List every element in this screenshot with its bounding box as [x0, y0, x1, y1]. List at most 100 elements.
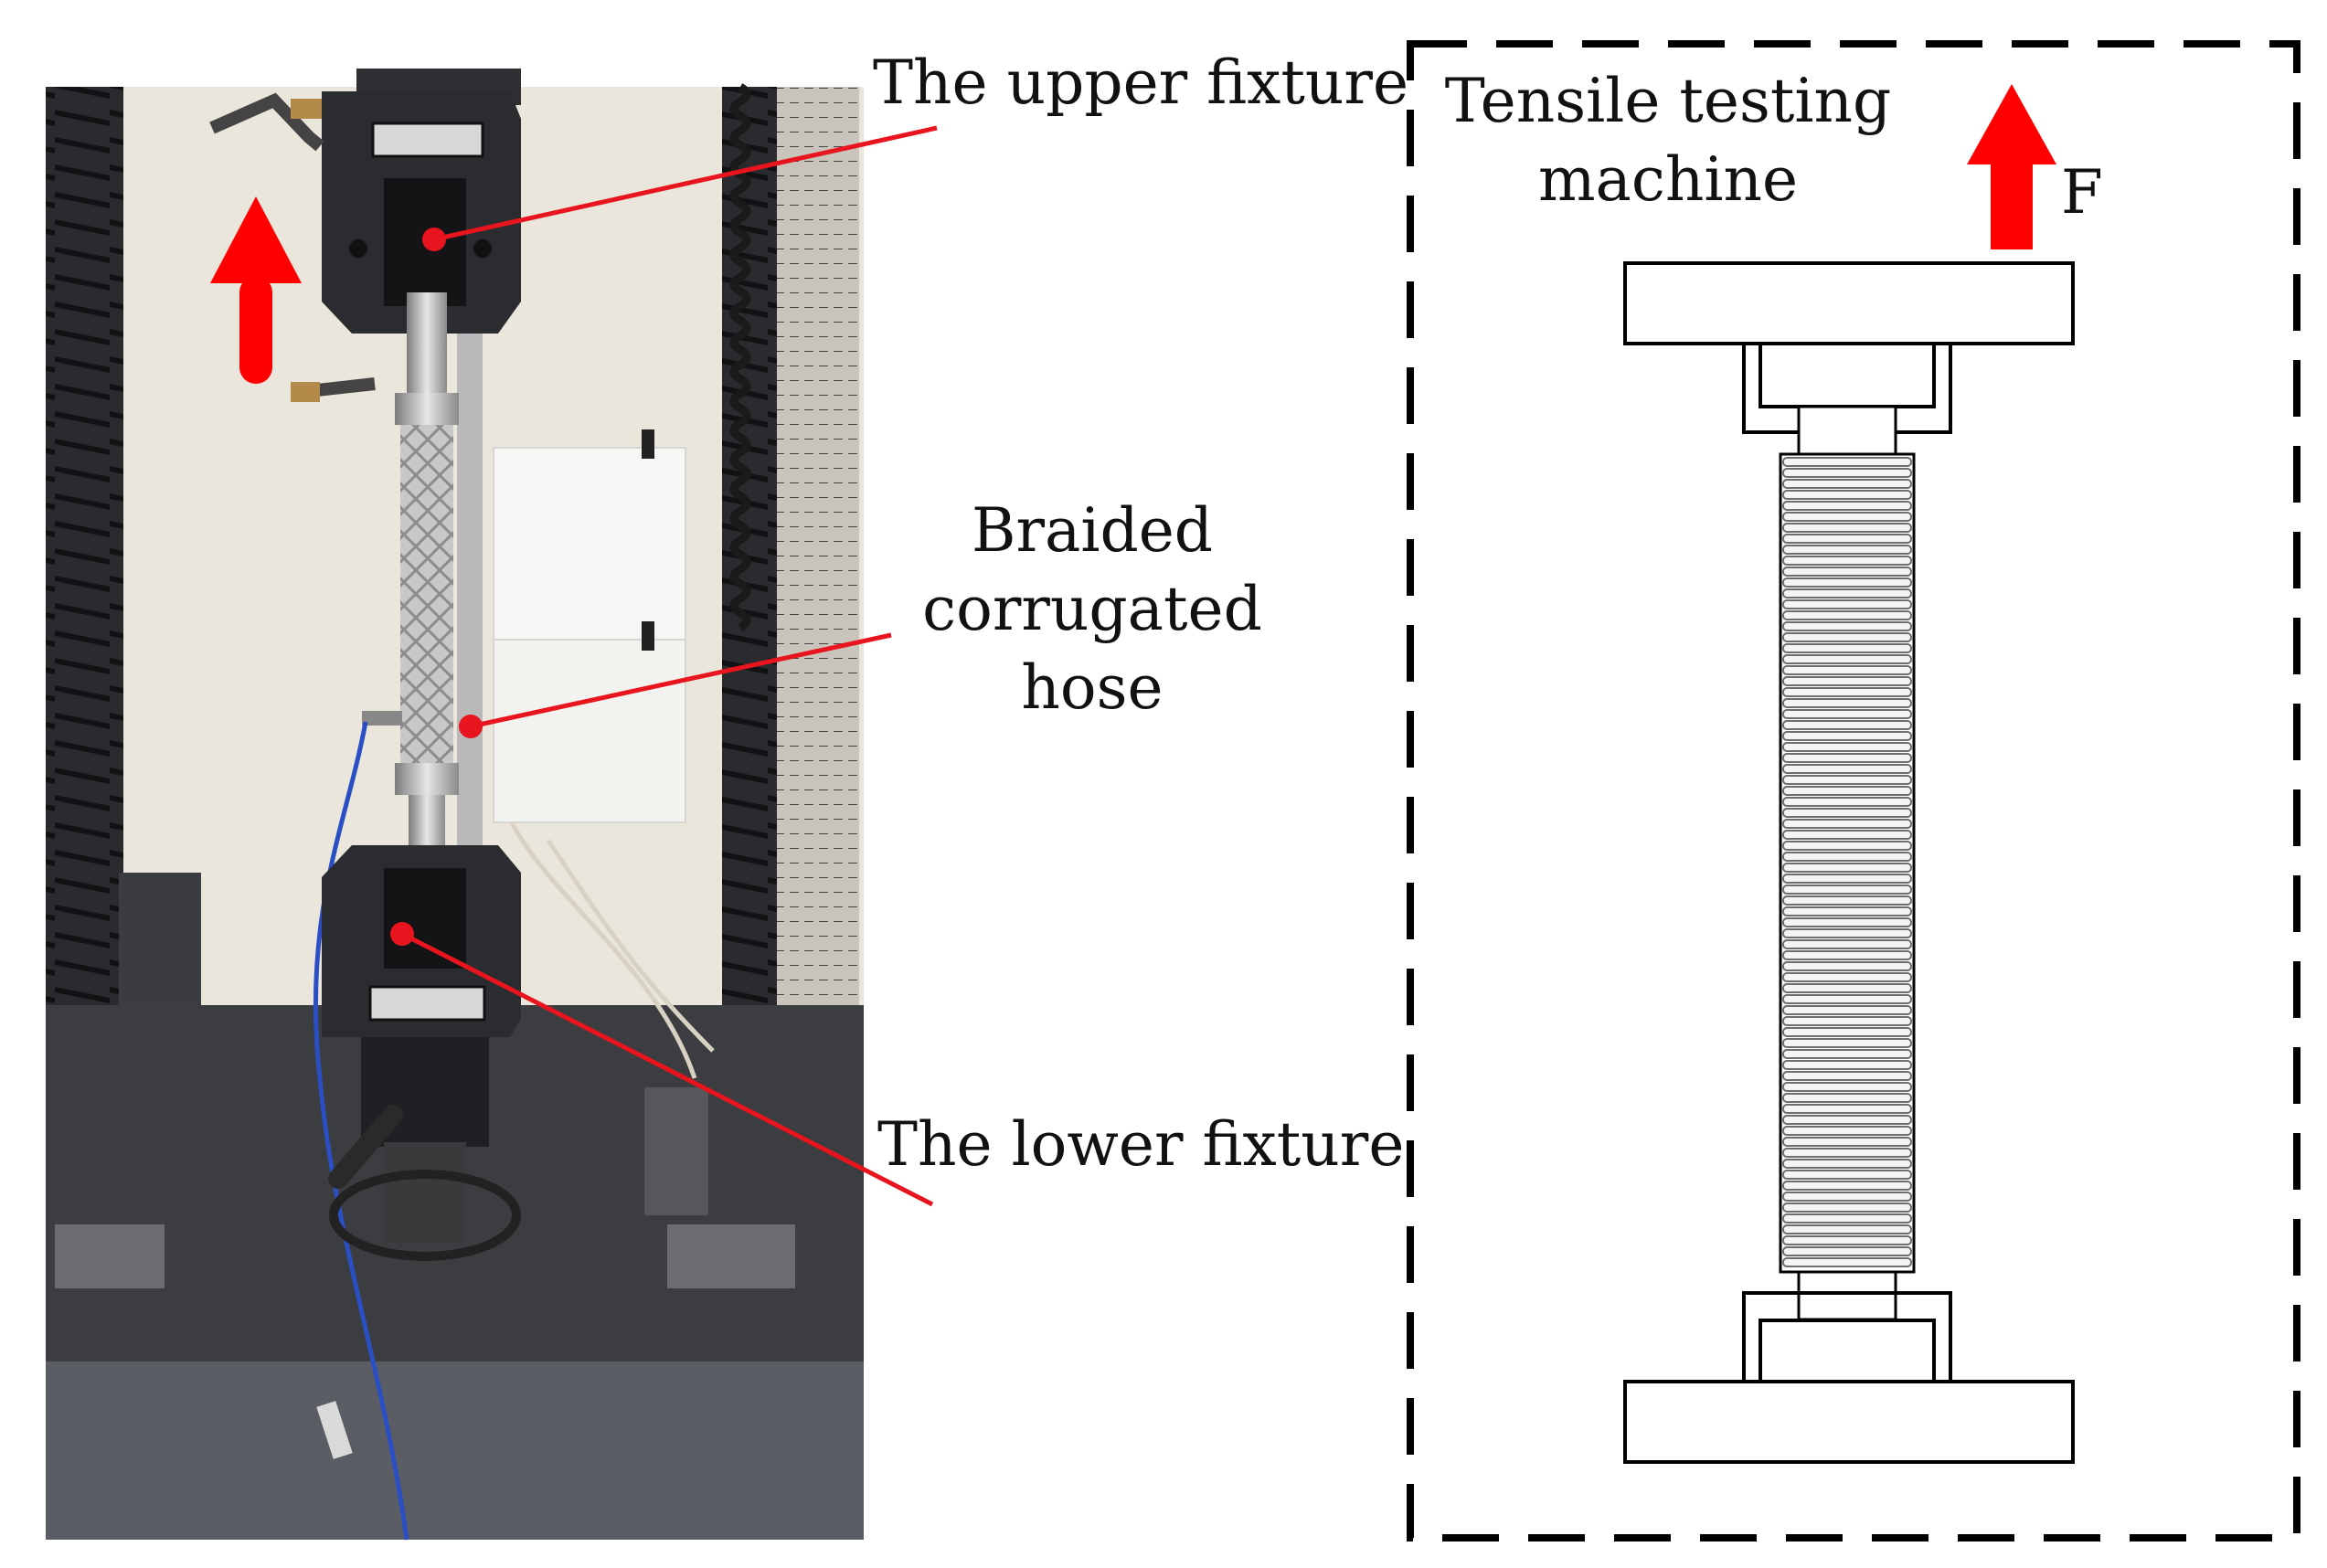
- schematic-hose-rib: [1782, 775, 1912, 785]
- schematic-hose-rib: [1782, 895, 1912, 906]
- machine-boundary-dashed: [1407, 40, 2300, 1542]
- schematic-hose-rib: [1782, 961, 1912, 971]
- schematic-hose-rib: [1782, 676, 1912, 686]
- schematic-hose-rib: [1782, 808, 1912, 818]
- schematic-hose-rib: [1782, 994, 1912, 1004]
- schematic-hose-rib: [1782, 1170, 1912, 1180]
- schematic-upper-connector: [1797, 405, 1897, 456]
- schematic-hose-rib: [1782, 490, 1912, 500]
- schematic-hose-rib: [1782, 512, 1912, 522]
- schematic-hose-rib: [1782, 698, 1912, 708]
- schematic-corrugated-hose: [1779, 452, 1916, 1274]
- schematic-hose-rib: [1782, 1071, 1912, 1081]
- schematic-hose-rib: [1782, 523, 1912, 533]
- leader-dot-lower-fixture: [390, 922, 414, 946]
- paper-sheet-lower: [493, 639, 686, 823]
- leader-upper-fixture: [433, 125, 938, 242]
- schematic-hose-rib: [1782, 1257, 1912, 1267]
- schematic-hose-rib: [1782, 1082, 1912, 1092]
- label-machine-line-2: machine: [1537, 143, 1799, 215]
- schematic-hose-rib: [1782, 885, 1912, 895]
- schematic-hose-rib: [1782, 1224, 1912, 1234]
- lower-fixture-slot: [384, 868, 466, 969]
- schematic-hose-rib: [1782, 742, 1912, 752]
- schematic-hose-rib: [1782, 567, 1912, 577]
- schematic-hose-rib: [1782, 1060, 1912, 1070]
- guide-rod: [457, 329, 483, 895]
- schematic-hose-rib: [1782, 479, 1912, 489]
- schematic-hose-rib: [1782, 610, 1912, 620]
- schematic-hose-rib: [1782, 643, 1912, 653]
- base-mount-ring: [329, 1170, 521, 1261]
- label-hose-line-2: corrugated: [922, 573, 1262, 644]
- schematic-hose-rib: [1782, 906, 1912, 916]
- schematic-hose-rib: [1782, 468, 1912, 478]
- label-tensile-testing-machine: Tensile testing machine: [1426, 62, 1910, 219]
- paper-sheet-upper: [493, 447, 686, 641]
- schematic-hose-rib: [1782, 863, 1912, 873]
- schematic-upper-holder-inner: [1759, 345, 1936, 408]
- schematic-hose-rib: [1782, 1235, 1912, 1245]
- blue-sensor-cable: [313, 721, 409, 1541]
- schematic-hose-rib: [1782, 928, 1912, 938]
- lower-chuck-stem: [384, 1142, 466, 1243]
- test-setup-photo: [46, 69, 864, 1541]
- upper-fixture-plate: [371, 122, 484, 158]
- label-hose-line-1: Braided: [971, 495, 1214, 566]
- lower-fixture-plate: [368, 985, 486, 1022]
- schematic-bottom-plate: [1623, 1380, 2075, 1464]
- leader-lower-fixture: [400, 931, 934, 1207]
- schematic-hose-rib: [1782, 588, 1912, 599]
- braided-hose-photo: [400, 425, 453, 763]
- schematic-hose-rib: [1782, 1104, 1912, 1114]
- schematic-hose-rib: [1782, 1192, 1912, 1202]
- schematic-hose-rib: [1782, 841, 1912, 851]
- sensor-clip: [362, 711, 402, 726]
- schematic-hose-rib: [1782, 939, 1912, 949]
- base-bracket-left: [55, 1224, 165, 1288]
- machine-bottom-panel: [46, 1361, 864, 1540]
- label-braided-corrugated-hose: Braided corrugated hose: [905, 492, 1280, 726]
- schematic-lower-holder-inner: [1759, 1319, 1936, 1380]
- label-machine-line-1: Tensile testing: [1444, 66, 1892, 136]
- leader-dot-upper-fixture: [422, 228, 446, 251]
- force-direction-arrow-photo: [210, 196, 302, 384]
- schematic-hose-rib: [1782, 1126, 1912, 1136]
- schematic-hose-rib: [1782, 753, 1912, 763]
- schematic-top-plate: [1623, 261, 2075, 345]
- schematic-hose-rib: [1782, 1049, 1912, 1059]
- schematic-hose-rib: [1782, 786, 1912, 796]
- schematic-hose-rib: [1782, 830, 1912, 840]
- schematic-hose-rib: [1782, 917, 1912, 927]
- schematic-hose-rib: [1782, 709, 1912, 719]
- schematic-hose-rib: [1782, 534, 1912, 544]
- tensile-machine-schematic: [1407, 40, 2300, 1542]
- leader-hose: [470, 632, 892, 729]
- upper-fixture-bolt-left: [349, 239, 367, 258]
- schematic-hose-rib: [1782, 764, 1912, 774]
- label-lower-fixture: The lower fixture: [877, 1109, 1405, 1180]
- schematic-hose-rib: [1782, 874, 1912, 884]
- schematic-hose-rib: [1782, 545, 1912, 555]
- schematic-hose-rib: [1782, 1115, 1912, 1125]
- schematic-hose-rib: [1782, 797, 1912, 807]
- upper-fixture-bolt-right: [473, 239, 492, 258]
- tape-mark-1: [642, 429, 654, 459]
- leader-lines: [390, 125, 938, 1207]
- schematic-hose-rib: [1782, 1027, 1912, 1037]
- schematic-hose-rib: [1782, 1137, 1912, 1147]
- force-arrow-schematic: [1967, 84, 2056, 249]
- schematic-hose-rib: [1782, 731, 1912, 741]
- label-upper-fixture: The upper fixture: [873, 48, 1409, 118]
- label-hose-line-3: hose: [1021, 652, 1164, 723]
- schematic-hose-rib: [1782, 1148, 1912, 1158]
- tape-mark-2: [642, 621, 654, 651]
- chuck-handle: [328, 1105, 403, 1189]
- schematic-hose-rib: [1782, 972, 1912, 982]
- schematic-hose-rib: [1782, 1159, 1912, 1169]
- schematic-hose-rib: [1782, 621, 1912, 631]
- schematic-hose-rib: [1782, 457, 1912, 467]
- schematic-hose-rib: [1782, 556, 1912, 566]
- schematic-hose-rib: [1782, 852, 1912, 862]
